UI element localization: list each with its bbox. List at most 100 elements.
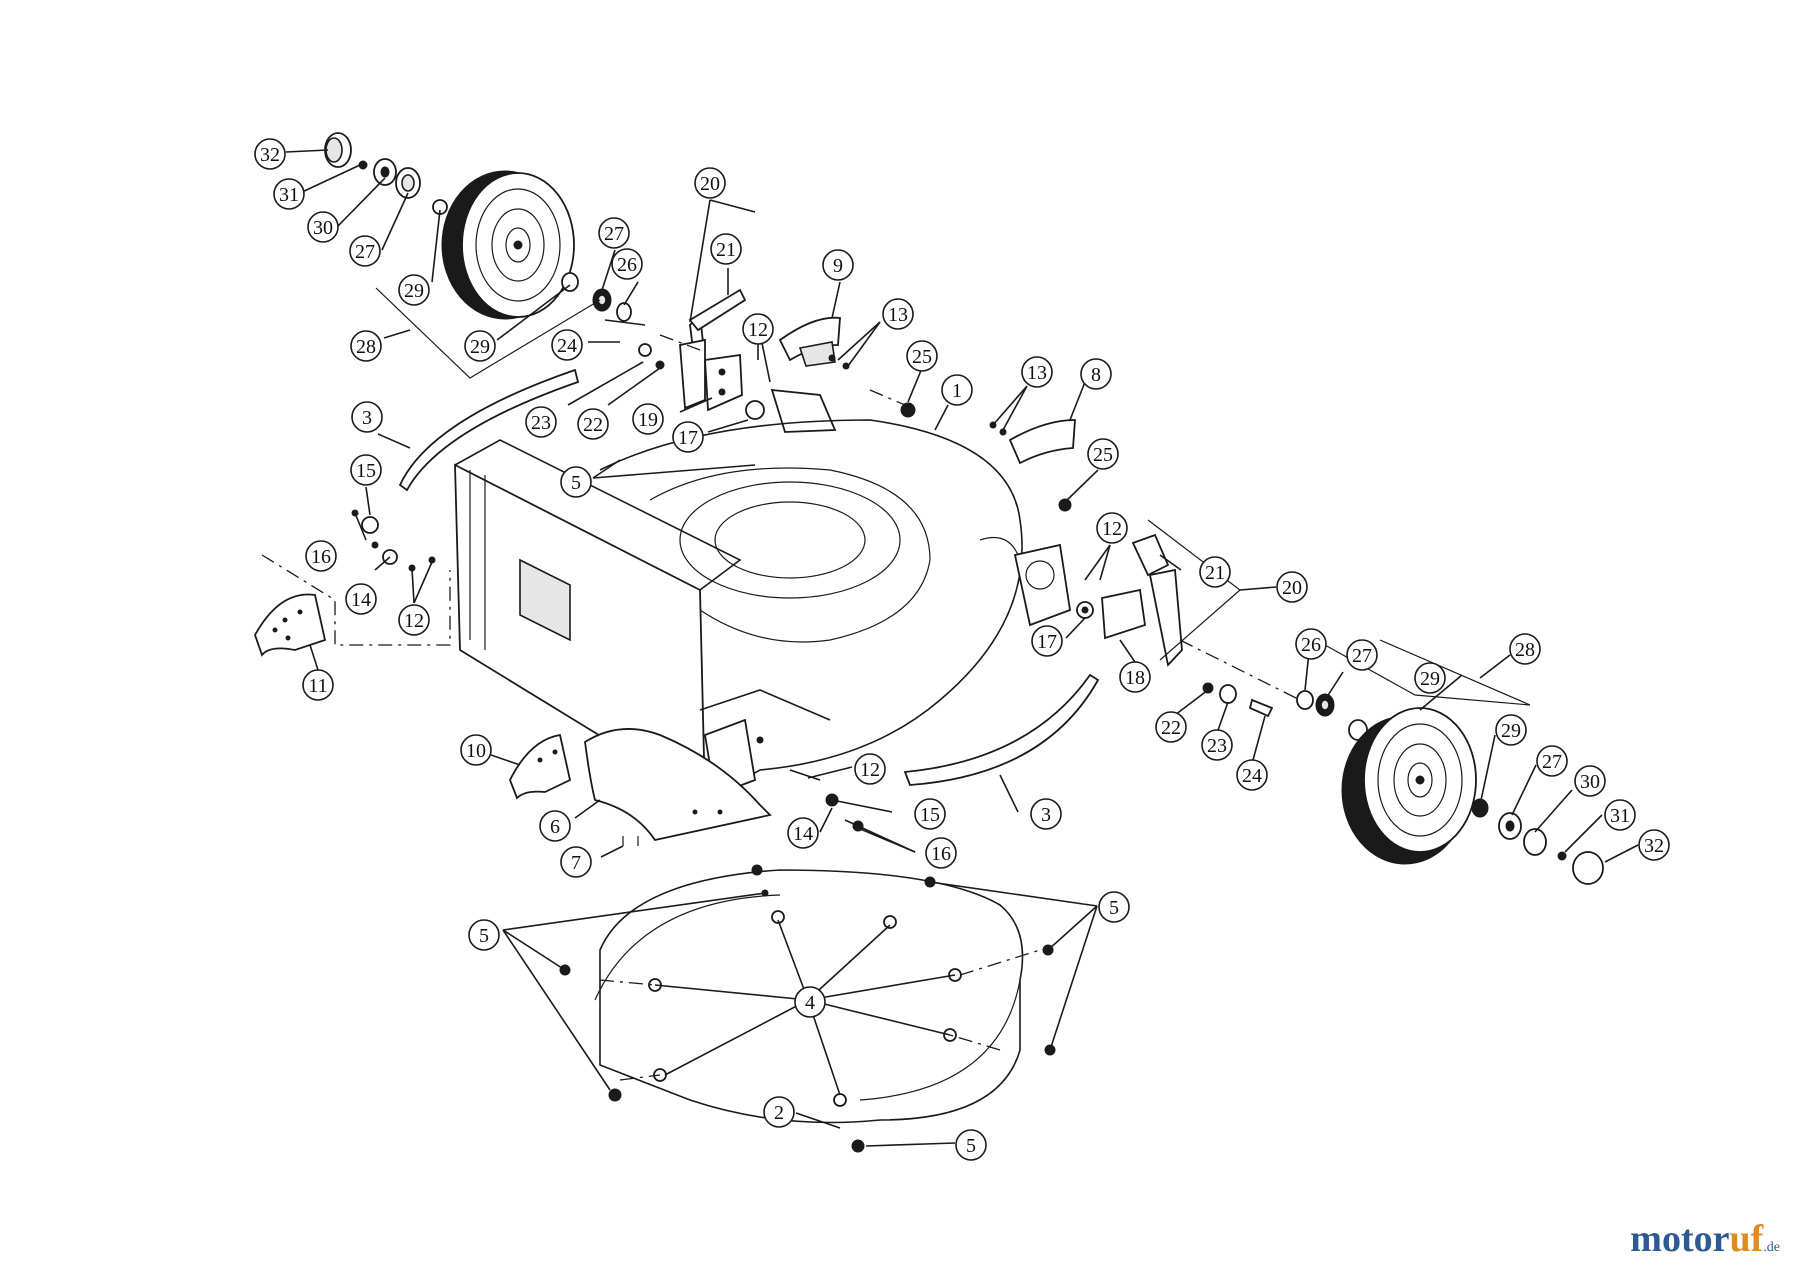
callout-circle [787, 817, 819, 849]
callout-5: 5 [955, 1129, 987, 1161]
callout-number: 5 [966, 1135, 976, 1157]
callout-29: 29 [398, 274, 430, 306]
callout-number: 29 [1501, 720, 1521, 742]
callout-22: 22 [1155, 711, 1187, 743]
callout-24: 24 [1236, 759, 1268, 791]
callout-circle [906, 340, 938, 372]
callout-circle [1030, 798, 1062, 830]
callout-17: 17 [672, 421, 704, 453]
deck-skirt-ring [559, 869, 1056, 1153]
callout-circle [854, 753, 886, 785]
callout-circle [794, 986, 826, 1018]
callout-number: 27 [604, 223, 624, 245]
callout-number: 12 [404, 610, 424, 632]
callout-21: 21 [1199, 556, 1231, 588]
callout-circle [1155, 711, 1187, 743]
callout-number: 14 [351, 589, 371, 611]
callout-number: 15 [920, 804, 940, 826]
callout-26: 26 [1295, 628, 1327, 660]
callout-circle [460, 734, 492, 766]
callout-number: 23 [531, 412, 551, 434]
callout-circle [598, 217, 630, 249]
callout-number: 21 [716, 239, 736, 261]
callout-circle [349, 235, 381, 267]
watermark-brand-main: motor [1630, 1218, 1730, 1260]
callout-number: 19 [638, 409, 658, 431]
callout-9: 9 [822, 249, 854, 281]
callout-10: 10 [460, 734, 492, 766]
callout-circle [763, 1096, 795, 1128]
callout-24: 24 [551, 329, 583, 361]
callout-8: 8 [1080, 358, 1112, 390]
callout-number: 17 [1037, 631, 1057, 653]
callout-circle [1199, 556, 1231, 588]
callout-circle [925, 837, 957, 869]
callout-number: 12 [860, 759, 880, 781]
callout-26: 26 [611, 248, 643, 280]
motoruf-watermark: motoruf.de [1630, 1217, 1780, 1261]
left-adjuster-parts [254, 509, 451, 657]
callout-circle [254, 138, 286, 170]
height-quadrant-9 [778, 316, 916, 418]
callout-circle [551, 329, 583, 361]
callout-circle [882, 298, 914, 330]
callout-25: 25 [1087, 438, 1119, 470]
callout-22: 22 [577, 408, 609, 440]
callout-25: 25 [906, 340, 938, 372]
callout-circle [464, 330, 496, 362]
callout-12: 12 [854, 753, 886, 785]
discharge-plate [509, 728, 864, 876]
leader-lines [285, 149, 1639, 1147]
callout-7: 7 [560, 846, 592, 878]
callout-29: 29 [1495, 714, 1527, 746]
callout-4: 4 [794, 986, 826, 1018]
callout-circle [632, 403, 664, 435]
callout-number: 30 [313, 217, 333, 239]
callout-circle [577, 408, 609, 440]
callout-number: 28 [1515, 639, 1535, 661]
callout-circle [1295, 628, 1327, 660]
mower-deck-housing [454, 419, 1072, 802]
callout-circle [955, 1129, 987, 1161]
callout-circle [1087, 438, 1119, 470]
callout-number: 29 [404, 280, 424, 302]
callout-number: 8 [1091, 364, 1101, 386]
callout-27: 27 [1536, 745, 1568, 777]
callout-27: 27 [598, 217, 630, 249]
right-wheel-assembly [1202, 639, 1604, 885]
left-height-adjuster [604, 288, 837, 433]
callout-circle [941, 374, 973, 406]
callout-number: 14 [793, 823, 813, 845]
callout-number: 7 [571, 852, 581, 874]
callout-circle [525, 406, 557, 438]
callout-19: 19 [632, 403, 664, 435]
callout-31: 31 [273, 178, 305, 210]
callout-29: 29 [464, 330, 496, 362]
callout-5: 5 [1098, 891, 1130, 923]
callout-circle [273, 178, 305, 210]
callout-circle [611, 248, 643, 280]
callout-32: 32 [1638, 829, 1670, 861]
callout-number: 20 [700, 173, 720, 195]
callout-12: 12 [398, 604, 430, 636]
callout-number: 10 [466, 740, 486, 762]
callout-circle [1201, 729, 1233, 761]
callout-number: 25 [1093, 444, 1113, 466]
callout-1: 1 [941, 374, 973, 406]
callout-number: 31 [279, 184, 299, 206]
callout-21: 21 [710, 233, 742, 265]
callout-16: 16 [925, 837, 957, 869]
callout-circle [1638, 829, 1670, 861]
callout-number: 21 [1205, 562, 1225, 584]
callout-circle [1236, 759, 1268, 791]
callout-18: 18 [1119, 661, 1151, 693]
callout-number: 2 [774, 1102, 784, 1124]
callout-16: 16 [305, 540, 337, 572]
callout-29: 29 [1414, 662, 1446, 694]
callout-13: 13 [882, 298, 914, 330]
callout-30: 30 [1574, 765, 1606, 797]
callout-number: 20 [1282, 577, 1302, 599]
callout-circle [1098, 891, 1130, 923]
callout-number: 5 [479, 925, 489, 947]
callout-number: 5 [571, 472, 581, 494]
